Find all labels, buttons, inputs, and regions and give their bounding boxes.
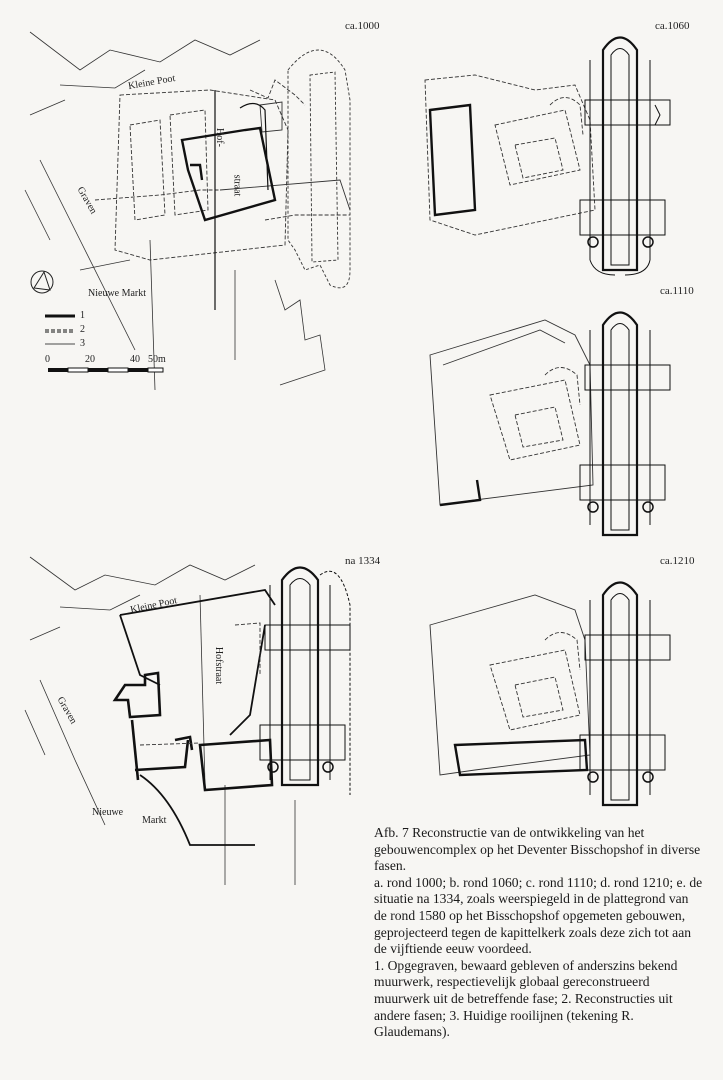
scale-20: 20 bbox=[85, 354, 95, 365]
figure-caption: Afb. 7 Reconstructie van de ontwikkeling… bbox=[374, 825, 704, 1041]
scale-0: 0 bbox=[45, 354, 50, 365]
plan-e-date: na 1334 bbox=[345, 555, 381, 567]
plan-e-square-2: Markt bbox=[142, 815, 167, 826]
caption-phases: a. rond 1000; b. rond 1060; c. rond 1110… bbox=[374, 874, 703, 957]
caption-heading: Afb. 7 Reconstructie van de ontwikkeling… bbox=[374, 825, 701, 874]
legend-item-3: 3 bbox=[80, 338, 85, 349]
plan-d-date: ca.1210 bbox=[660, 555, 695, 567]
scale-50m: 50m bbox=[148, 354, 166, 365]
plan-d: ca.1210 bbox=[415, 555, 695, 815]
plan-e-street-hofstraat: Hofstraat bbox=[213, 646, 225, 685]
plan-c-date: ca.1110 bbox=[660, 285, 694, 297]
plan-c: ca.1110 bbox=[415, 285, 695, 545]
scale-40: 40 bbox=[130, 354, 140, 365]
legend bbox=[45, 314, 75, 345]
plan-e: na 1334 Kleine Poot Hofstraat Graven Nie… bbox=[20, 545, 380, 885]
plan-a-square: Nieuwe Markt bbox=[88, 288, 147, 299]
plan-a: ca.1000 Kleine Poot Hof- straat Graven N… bbox=[20, 10, 380, 390]
plan-b-date: ca.1060 bbox=[655, 20, 690, 32]
plan-e-square-1: Nieuwe bbox=[92, 807, 124, 818]
legend-item-1: 1 bbox=[80, 310, 85, 321]
scale-bar bbox=[48, 367, 164, 373]
plan-a-street-hof: Hof- bbox=[213, 128, 225, 147]
plan-a-date: ca.1000 bbox=[345, 20, 380, 32]
plan-a-street-straat: straat bbox=[231, 174, 243, 197]
caption-legend: 1. Opgegraven, bewaard gebleven of ander… bbox=[374, 957, 678, 1040]
plan-b: ca.1060 bbox=[415, 20, 695, 280]
legend-item-2: 2 bbox=[80, 324, 85, 335]
north-arrow-icon bbox=[30, 270, 54, 294]
